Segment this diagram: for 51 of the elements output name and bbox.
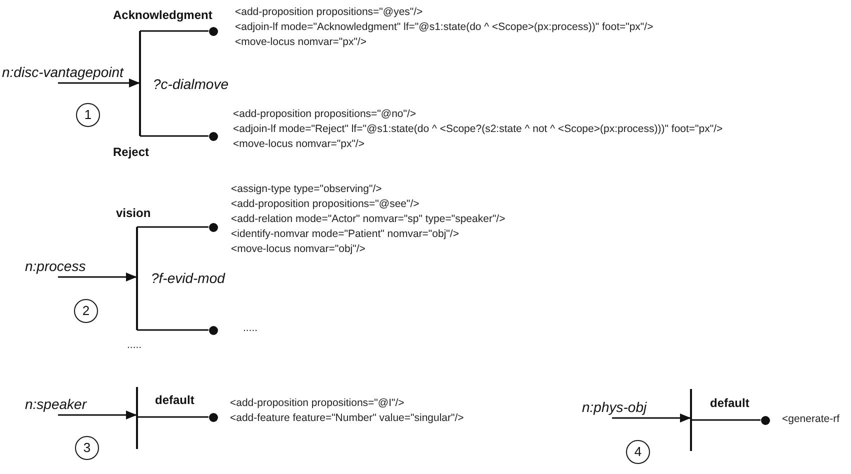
- arrow: [58, 272, 138, 282]
- code-line: <add-proposition propositions="@no"/>: [233, 108, 416, 121]
- code-line: <identify-nomvar mode="Patient" nomvar="obj"/>: [231, 228, 459, 241]
- system-bar: [139, 31, 141, 136]
- callout-number: 2: [74, 299, 98, 323]
- feature-dot: [208, 26, 218, 36]
- code-line: <move-locus nomvar="obj"/>: [231, 243, 366, 256]
- entry-condition-text: n:disc-vantagepoint: [2, 64, 124, 81]
- arrow: [58, 410, 138, 420]
- feature-label: vision: [116, 206, 151, 220]
- entry-condition-text: n:phys-obj: [582, 399, 647, 416]
- code-line: <adjoin-lf mode="Reject" lf="@s1:state(do ^ <Scope?(s2:state ^ not ^ <Scope>(px:process)))" foot="px"/>: [233, 123, 723, 136]
- arrow: [58, 78, 140, 88]
- code-line: <add-proposition propositions="@I"/>: [230, 397, 404, 410]
- code-line: <add-relation mode="Actor" nomvar="sp" type="speaker"/>: [231, 213, 506, 226]
- feature-label: Reject: [113, 145, 150, 159]
- ellipsis-text: .....: [127, 339, 142, 352]
- feature-label: Acknowledgment: [113, 8, 212, 22]
- code-line: <add-proposition propositions="@see"/>: [231, 198, 420, 211]
- connector-line: [140, 135, 208, 137]
- entry-condition-text: n:speaker: [25, 396, 86, 413]
- feature-dot: [208, 222, 218, 232]
- callout-number: 1: [76, 103, 100, 127]
- connector-line: [137, 329, 208, 331]
- entry-condition-text: n:process: [25, 258, 86, 275]
- callout-number: 3: [75, 436, 99, 460]
- code-line: <add-proposition propositions="@yes"/>: [235, 6, 423, 19]
- ellipsis-text: .....: [243, 322, 258, 335]
- connector-line: [140, 30, 208, 32]
- connector-line: [137, 416, 208, 418]
- callout-number: 4: [626, 440, 650, 464]
- connector-line: [137, 226, 208, 228]
- feature-label: default: [155, 393, 194, 407]
- code-line: <adjoin-lf mode="Acknowledgment" lf="@s1:state(do ^ <Scope>(px:process))" foot="px"/>: [235, 21, 654, 34]
- system-bar: [690, 389, 692, 451]
- feature-dot: [760, 416, 770, 424]
- feature-dot: [208, 326, 218, 334]
- system-name: ?c-dialmove: [153, 76, 228, 93]
- connector-line: [691, 419, 760, 421]
- code-line: <move-locus nomvar="px"/>: [233, 138, 364, 151]
- code-line: <move-locus nomvar="px"/>: [235, 36, 366, 49]
- feature-dot: [208, 412, 218, 422]
- code-line: <generate-rf: [782, 413, 840, 426]
- system-bar: [136, 227, 138, 330]
- code-line: <add-feature feature="Number" value="singular"/>: [230, 412, 464, 425]
- system-bar: [136, 387, 138, 449]
- arrow: [612, 414, 692, 422]
- code-line: <assign-type type="observing"/>: [231, 183, 382, 196]
- system-name: ?f-evid-mod: [151, 270, 225, 287]
- feature-dot: [208, 132, 218, 140]
- feature-label: default: [710, 396, 750, 410]
